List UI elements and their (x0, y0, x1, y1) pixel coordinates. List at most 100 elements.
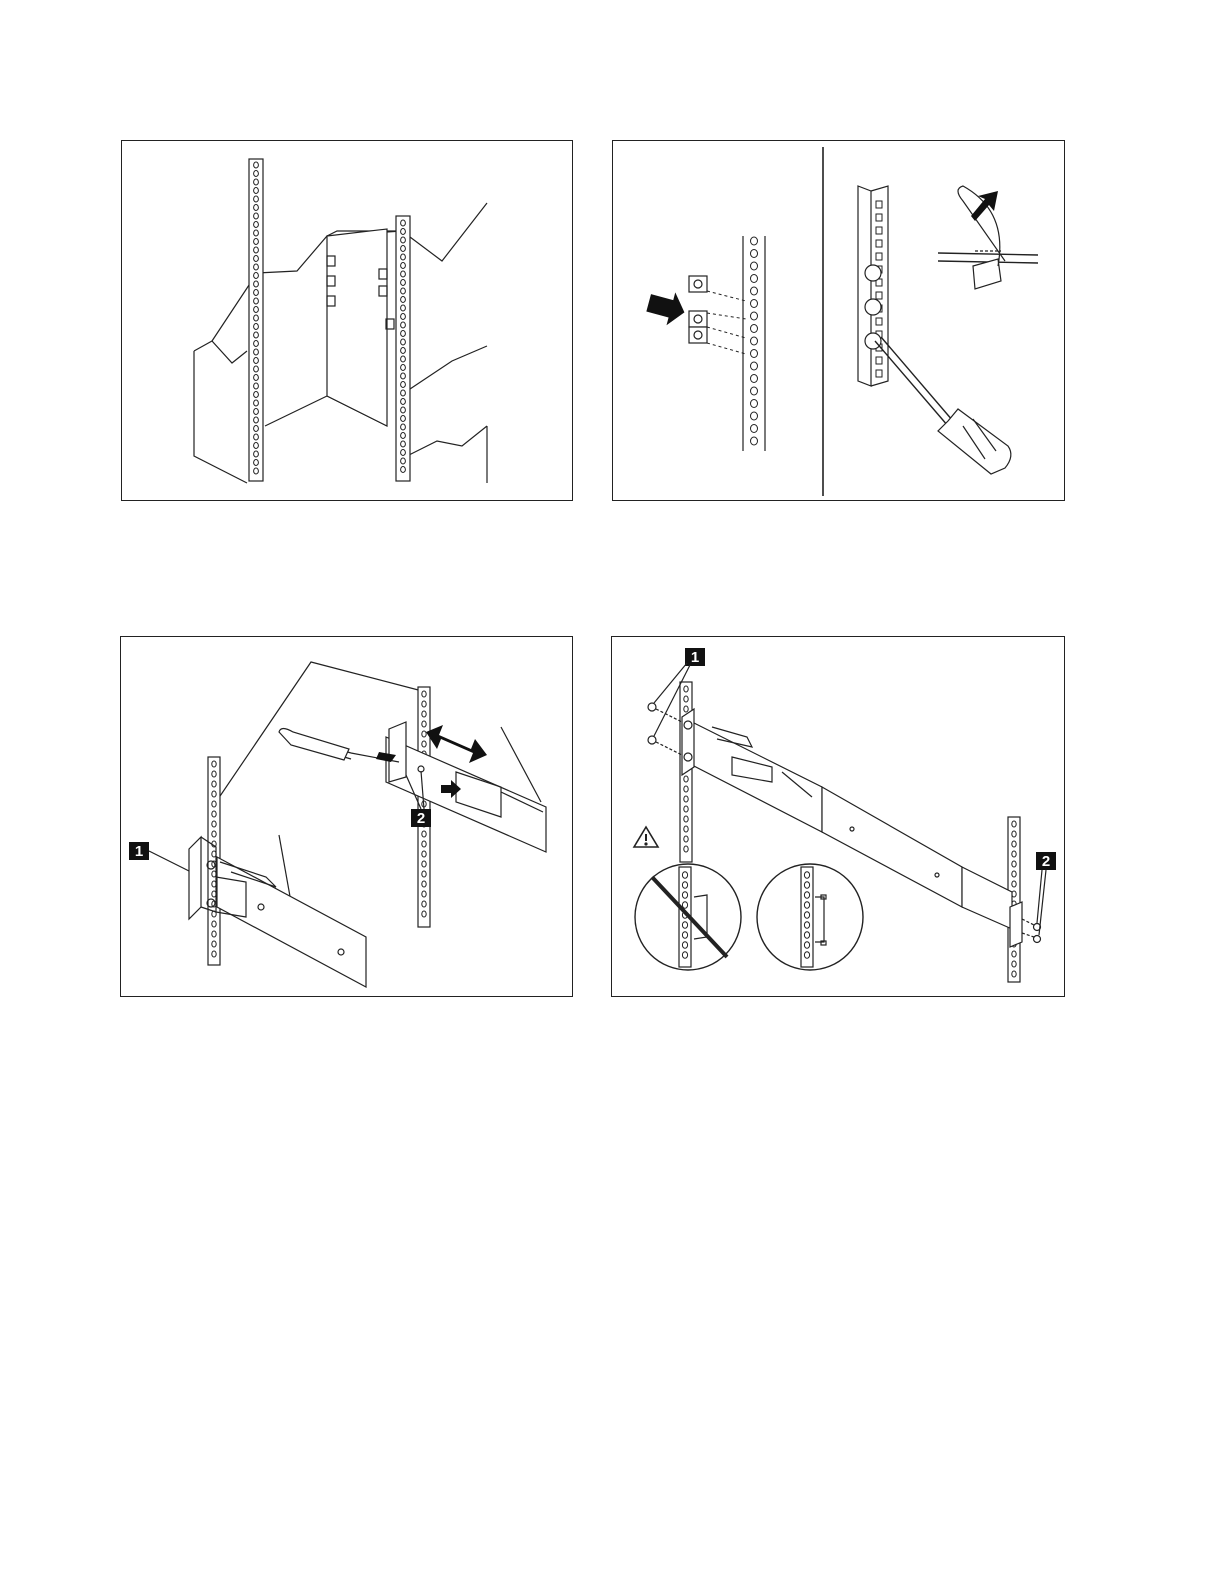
mounting-hole (254, 179, 259, 185)
mounting-hole (401, 288, 406, 294)
mounting-hole (401, 263, 406, 269)
mounting-hole (751, 325, 758, 333)
mounting-hole (254, 366, 259, 372)
mounting-hole (751, 262, 758, 270)
slide-arrow-icon (426, 725, 487, 763)
mounting-hole (751, 425, 758, 433)
mounting-hole (212, 931, 216, 937)
mounting-hole (751, 337, 758, 345)
mounting-hole (401, 271, 406, 277)
figure-cage-nut-install (612, 140, 1065, 501)
mounting-hole (422, 901, 426, 907)
mounting-hole (254, 213, 259, 219)
mounting-hole (1012, 831, 1016, 837)
mounting-hole (1012, 951, 1016, 957)
mounting-hole (254, 205, 259, 211)
mounting-hole (422, 881, 426, 887)
mounting-hole (401, 339, 406, 345)
mounting-hole (751, 250, 758, 258)
mounting-hole (804, 922, 809, 928)
square-hole (876, 253, 882, 260)
mounting-hole (212, 791, 216, 797)
mounting-hole (254, 162, 259, 168)
mounting-hole (422, 861, 426, 867)
mounting-hole (682, 902, 687, 908)
mounting-hole (401, 416, 406, 422)
square-hole (876, 292, 882, 299)
mounting-hole (401, 467, 406, 473)
callout-2-badge: 2 (1036, 852, 1056, 935)
mounting-hole (422, 911, 426, 917)
svg-text:1: 1 (135, 843, 143, 860)
figure-rail-adjustment: 1 2 (120, 636, 573, 997)
mounting-hole (254, 460, 259, 466)
mounting-hole (422, 831, 426, 837)
mounting-hole (401, 348, 406, 354)
mounting-hole (254, 383, 259, 389)
mounting-hole (401, 229, 406, 235)
mounting-hole (401, 450, 406, 456)
mounting-hole (401, 441, 406, 447)
mounting-hole (401, 322, 406, 328)
mounting-hole (254, 264, 259, 270)
mounting-hole (422, 741, 426, 747)
mounting-hole (254, 443, 259, 449)
mounting-hole (254, 349, 259, 355)
correct-orientation-detail (757, 864, 863, 970)
mounting-hole (422, 841, 426, 847)
mounting-hole (804, 952, 809, 958)
mounting-hole (212, 831, 216, 837)
mounting-hole (212, 761, 216, 767)
mounting-hole (684, 686, 688, 692)
svg-text:1: 1 (691, 649, 699, 666)
mounting-hole (684, 806, 688, 812)
mounting-hole (401, 458, 406, 464)
square-hole (876, 370, 882, 377)
mounting-hole (254, 315, 259, 321)
mounting-hole (401, 220, 406, 226)
rack-post-holes (254, 162, 259, 474)
mounting-hole (254, 298, 259, 304)
mounting-hole (401, 382, 406, 388)
mounting-hole (212, 801, 216, 807)
callout-1-badge: 1 (129, 842, 189, 871)
square-hole (876, 201, 882, 208)
mounting-hole (1012, 851, 1016, 857)
mounting-hole (401, 314, 406, 320)
mounting-hole (422, 721, 426, 727)
mounting-hole (751, 275, 758, 283)
mounting-hole (401, 356, 406, 362)
mounting-hole (401, 365, 406, 371)
mounting-hole (401, 305, 406, 311)
mounting-hole (751, 375, 758, 383)
mounting-hole (254, 307, 259, 313)
mounting-hole (254, 256, 259, 262)
square-hole (876, 357, 882, 364)
mounting-hole (254, 451, 259, 457)
mounting-hole (804, 912, 809, 918)
mounting-hole (751, 237, 758, 245)
mounting-hole (422, 851, 426, 857)
mounting-hole (212, 781, 216, 787)
mounting-hole (684, 696, 688, 702)
mounting-hole (254, 434, 259, 440)
mounting-hole (684, 816, 688, 822)
mounting-hole (751, 412, 758, 420)
wrong-orientation-detail (635, 864, 741, 970)
mounting-hole (422, 731, 426, 737)
svg-text:2: 2 (417, 810, 425, 827)
mounting-hole (254, 392, 259, 398)
mounting-hole (401, 424, 406, 430)
mounting-hole (751, 387, 758, 395)
mounting-hole (684, 836, 688, 842)
mounting-hole (254, 171, 259, 177)
mounting-hole (684, 796, 688, 802)
mounting-hole (254, 247, 259, 253)
mounting-hole (804, 932, 809, 938)
mounting-hole (682, 892, 687, 898)
mounting-hole (254, 426, 259, 432)
mounting-hole (682, 942, 687, 948)
push-arrow-icon (644, 286, 689, 328)
mounting-hole (682, 952, 687, 958)
mounting-hole (804, 882, 809, 888)
